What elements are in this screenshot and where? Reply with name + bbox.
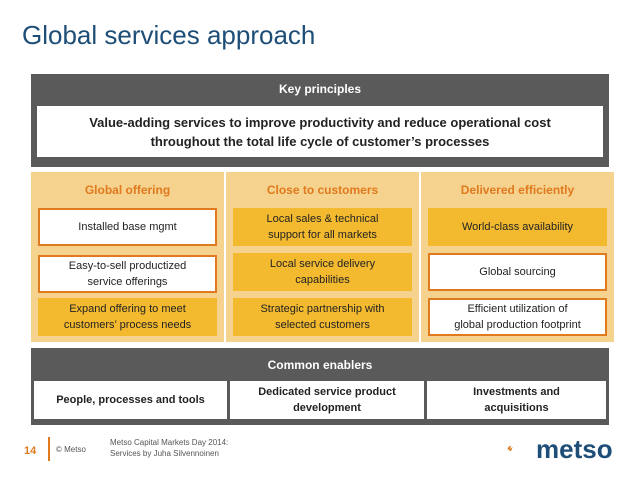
- cell-text: Efficient utilization of: [467, 303, 568, 315]
- source-line: Metso Capital Markets Day 2014:: [110, 438, 229, 447]
- key-principles-heading: Key principles: [278, 82, 362, 96]
- cell-local-service: Local service delivery capabilities: [233, 253, 412, 291]
- column-heading: Close to customers: [266, 183, 379, 197]
- common-enablers-heading: Common enablers: [267, 358, 373, 372]
- cell-easy-to-sell: Easy-to-sell productized service offerin…: [38, 255, 217, 293]
- key-principles-statement: Value-adding services to improve product…: [37, 106, 603, 157]
- cell-text: Global sourcing: [479, 266, 556, 278]
- enabler-dedicated-service: Dedicated service product development: [230, 381, 424, 419]
- column-delivered-efficiently: Delivered efficiently World-class availa…: [421, 172, 614, 342]
- metso-logo-text: metso: [536, 434, 613, 464]
- cell-text: capabilities: [295, 274, 350, 286]
- cell-text: Local service delivery: [269, 258, 376, 270]
- cell-strategic-partnership: Strategic partnership with selected cust…: [233, 298, 412, 336]
- cell-text: Easy-to-sell productized: [68, 260, 187, 272]
- cell-text: customers’ process needs: [63, 319, 192, 331]
- cell-text: Local sales & technical: [266, 213, 379, 225]
- footer-source: Metso Capital Markets Day 2014: Services…: [110, 437, 228, 459]
- enabler-text: People, processes and tools: [56, 394, 205, 406]
- cell-text: selected customers: [275, 319, 370, 331]
- column-heading: Delivered efficiently: [460, 183, 575, 197]
- cell-world-class: World-class availability: [428, 208, 607, 246]
- column-global-offering: Global offering Installed base mgmt Easy…: [31, 172, 224, 342]
- cell-text: support for all markets: [268, 229, 377, 241]
- cell-text: global production footprint: [454, 319, 581, 331]
- cell-text: service offerings: [87, 276, 168, 288]
- statement-line-2: throughout the total life cycle of custo…: [150, 133, 490, 149]
- enabler-text: Investments and: [473, 386, 560, 398]
- metso-logo-icon: [507, 445, 513, 451]
- column-close-to-customers: Close to customers Local sales & technic…: [226, 172, 419, 342]
- cell-text: Installed base mgmt: [78, 221, 177, 233]
- source-line: Services by Juha Silvennoinen: [110, 449, 219, 458]
- cell-text: World-class availability: [461, 221, 574, 233]
- cell-global-sourcing: Global sourcing: [428, 253, 607, 291]
- enabler-text: Dedicated service product: [258, 386, 396, 398]
- page-number: 14: [24, 445, 37, 457]
- enabler-text: development: [293, 402, 361, 414]
- page-title: Global services approach: [22, 20, 316, 50]
- column-heading: Global offering: [84, 183, 171, 197]
- enabler-people-processes: People, processes and tools: [34, 381, 227, 419]
- statement-line-1: Value-adding services to improve product…: [89, 114, 551, 130]
- footer-divider: [48, 437, 50, 461]
- copyright: © Metso: [56, 445, 86, 454]
- key-principles-band: Key principles Value-adding services to …: [31, 74, 609, 167]
- cell-expand-offering: Expand offering to meet customers’ proce…: [38, 298, 217, 336]
- cell-text: Strategic partnership with: [260, 303, 385, 315]
- enabler-text: acquisitions: [484, 402, 549, 414]
- cell-efficient-utilization: Efficient utilization of global producti…: [428, 298, 607, 336]
- cell-installed-base: Installed base mgmt: [38, 208, 217, 246]
- cell-text: Expand offering to meet: [69, 303, 186, 315]
- enabler-investments: Investments and acquisitions: [427, 381, 606, 419]
- cell-local-sales: Local sales & technical support for all …: [233, 208, 412, 246]
